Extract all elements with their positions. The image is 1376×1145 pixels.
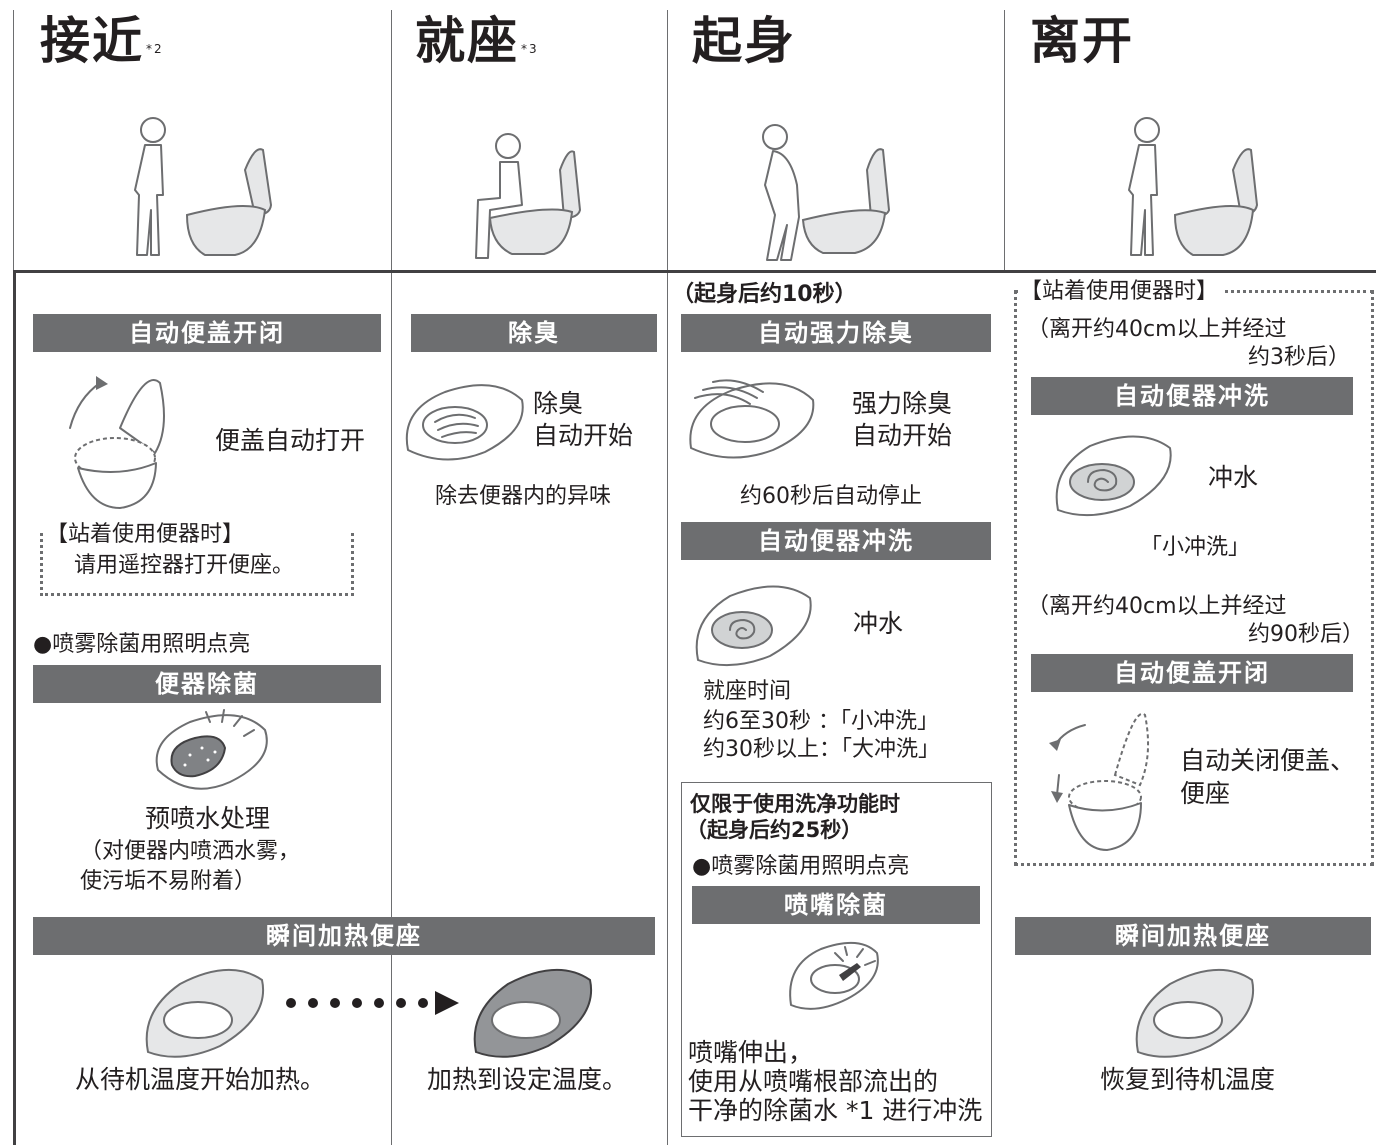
wash-only-title: 仅限于使用洗净功能时 [690,792,900,816]
prespray-line2: 使污垢不易附着） [80,869,257,894]
prespray-line1: （对便器内喷洒水雾， [80,839,301,864]
light-on-text: ●喷雾除菌用照明点亮 [33,632,251,657]
restore-text: 恢复到待机温度 [1100,1065,1276,1094]
heat-target-text: 加热到设定温度。 [427,1065,628,1094]
after-stand-text: （起身后约10秒） [672,282,857,307]
section-bar-sterilize: 便器除菌 [33,665,381,703]
deodorize-line2: 自动开始 [533,421,634,450]
section-bar-seat-heat-2: 瞬间加热便座 [1015,917,1371,955]
seat-standby-icon [145,969,265,1058]
wash-only-box [681,782,992,1137]
flush-text-2: 冲水 [1208,463,1259,492]
section-bar-deodorize: 除臭 [411,314,657,352]
strong-deodorize-icon [689,379,815,459]
light-on-text-2: ●喷雾除菌用照明点亮 [692,854,910,879]
section-bar-auto-flush: 自动便器冲洗 [681,522,991,560]
sit-large-flush: 约30秒以上：「大冲洗」 [703,737,940,762]
standing-note-box [40,533,354,596]
nozzle-icon [789,942,879,1010]
leave2-line2: 约90秒后） [1248,622,1364,647]
strong-line2: 自动开始 [852,421,953,450]
bowl-spray-icon [155,709,268,790]
leave1-line2: 约3秒后） [1248,345,1350,370]
section-bar-auto-flush-2: 自动便器冲洗 [1031,377,1353,415]
deodorize-bowl-icon [405,384,524,461]
section-bar-nozzle: 喷嘴除菌 [692,886,980,924]
standing-note-body: 请用遥控器打开便座。 [74,553,295,578]
column-title-sit: 就座*3 [415,12,539,70]
prespray-title: 预喷水处理 [145,804,271,833]
section-bar-auto-lid: 自动便盖开闭 [33,314,381,352]
divider [391,10,392,1145]
deodorize-desc: 除去便器内的异味 [435,484,612,509]
divider [1004,10,1005,270]
strong-line1: 强力除臭 [852,389,953,418]
sit-small-flush: 约6至30秒 ：「小冲洗」 [703,709,939,734]
section-bar-auto-lid-2: 自动便盖开闭 [1031,654,1353,692]
sit-person-icon [475,133,582,259]
divider [13,10,14,270]
leave2-line1: （离开约40cm以上并经过 [1027,594,1287,619]
flush-bowl-icon [695,585,812,667]
heating-arrow-icon [286,991,459,1015]
flush-text: 冲水 [853,609,904,638]
lid-opening-icon [69,376,165,509]
seat-restore-icon [1135,969,1255,1058]
close-line1: 自动关闭便盖、 [1180,746,1356,775]
nozzle-line3: 干净的除菌水 *1 进行冲洗 [688,1096,983,1125]
lid-closing-icon [1049,712,1149,851]
column-title-leave: 离开 [1030,12,1134,70]
column-title-stand: 起身 [692,12,796,70]
nozzle-line2: 使用从喷嘴根部流出的 [688,1067,939,1096]
nozzle-line1: 喷嘴伸出， [688,1038,814,1067]
column-title-approach: 接近*2 [40,12,164,70]
section-bar-strong-deodorize: 自动强力除臭 [681,314,991,352]
close-line2: 便座 [1180,779,1231,808]
deodorize-line1: 除臭 [533,389,584,418]
standing-head-4: 【站着使用便器时】 [1020,277,1223,307]
section-bar-seat-heat: 瞬间加热便座 [33,917,655,955]
divider [13,270,16,1145]
leave1-line1: （离开约40cm以上并经过 [1027,317,1287,342]
lid-open-text: 便盖自动打开 [215,426,366,455]
strong-stop-text: 约60秒后自动停止 [740,484,922,509]
seat-heated-icon [473,969,593,1058]
small-flush-text: 「小冲洗」 [1140,535,1251,560]
stand-person-icon [762,124,891,261]
heat-start-text: 从待机温度开始加热。 [75,1065,326,1094]
flush-bowl-icon-2 [1055,435,1172,517]
divider [13,270,1376,273]
approach-person-icon [134,117,273,256]
leave-person-icon [1128,117,1259,256]
wash-after-text: （起身后约25秒） [686,818,863,842]
sit-time-label: 就座时间 [703,679,792,704]
divider [667,10,668,1145]
standing-note-head: 【站着使用便器时】 [46,520,249,550]
